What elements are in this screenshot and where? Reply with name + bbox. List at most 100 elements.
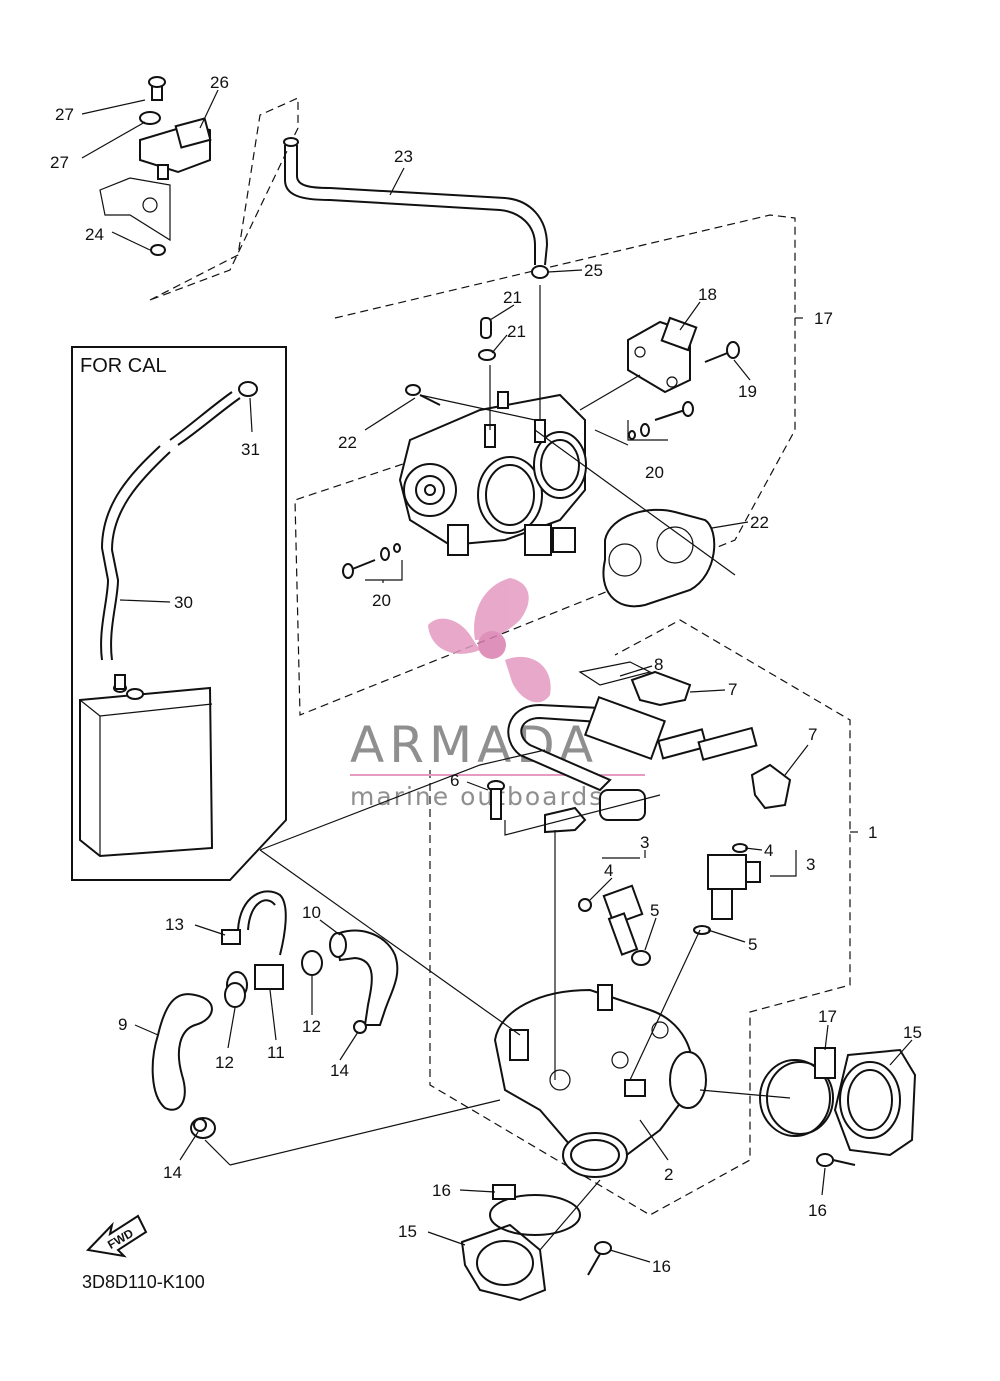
callout-label: 23	[394, 147, 413, 166]
callout-17-bottom: 16	[432, 1181, 496, 1200]
callout-label: 10	[302, 903, 321, 922]
callout-label: 9	[118, 1015, 127, 1034]
callout-28: 26	[199, 73, 229, 129]
gasket-24	[602, 508, 716, 608]
callout-label: 12	[215, 1053, 234, 1072]
callout-26: 23	[389, 147, 413, 196]
callout-22: 21	[491, 322, 526, 354]
callout-12-right: 12	[302, 976, 321, 1036]
watermark-logo	[428, 578, 551, 703]
callout-29: 27	[55, 99, 146, 124]
watermark-tagline: marine outboards	[350, 782, 604, 811]
callout-label: 5	[748, 935, 757, 954]
callout-17-right: 17	[818, 1007, 837, 1051]
callout-label: 21	[507, 322, 526, 341]
callout-14-right: 14	[330, 1031, 359, 1080]
clips-14	[193, 1020, 367, 1132]
assembly-18-boundary	[294, 214, 808, 716]
callout-12-left: 12	[215, 1007, 236, 1072]
callout-label: 7	[728, 680, 737, 699]
callout-11: 11	[267, 989, 285, 1062]
callout-15-bottom: 15	[398, 1222, 466, 1246]
sensor-28	[99, 76, 212, 256]
callout-label: 16	[808, 1201, 827, 1220]
injector-3-center	[578, 884, 651, 966]
callout-24: 22	[711, 513, 769, 532]
callout-label: 22	[338, 433, 357, 452]
callout-label: 22	[750, 513, 769, 532]
callout-label: 14	[330, 1061, 349, 1080]
callout-label: 18	[698, 285, 717, 304]
callout-label: 27	[55, 105, 74, 124]
callout-label: 11	[267, 1043, 285, 1062]
bolt-6	[487, 780, 505, 820]
callout-label: 16	[652, 1257, 671, 1276]
bolt-16-bottom	[587, 1241, 612, 1276]
fuel-rail	[507, 695, 758, 821]
clip-7-upper	[630, 670, 692, 707]
callout-label: 20	[645, 463, 664, 482]
callout-14-left: 14	[163, 1131, 199, 1182]
pin-23	[478, 317, 496, 361]
strap-13	[221, 890, 287, 956]
callout-31: 30	[119, 593, 193, 612]
plate-8	[578, 661, 652, 686]
callout-15-right: 15	[889, 1023, 922, 1066]
callout-20: 19	[733, 359, 757, 401]
callout-27-right: 25	[547, 261, 603, 280]
callout-label: 20	[372, 591, 391, 610]
callout-4-center: 4	[589, 861, 613, 901]
joint-15-bottom	[460, 1223, 547, 1302]
callout-30: 27	[50, 121, 146, 172]
assembly-1-boundary	[429, 619, 862, 1216]
callout-5-center: 5	[644, 901, 659, 951]
clamps-12	[224, 950, 323, 1008]
callout-label: 2	[664, 1165, 673, 1184]
callout-4-right: 4	[744, 841, 773, 860]
callout-16-right: 16	[808, 1167, 827, 1220]
throttle-body-18	[398, 391, 587, 556]
callout-label: 4	[604, 861, 613, 880]
callout-label: 17	[818, 1007, 837, 1026]
callout-5-right: 5	[707, 929, 757, 954]
callout-8: 8	[619, 655, 663, 677]
callout-label: 7	[808, 725, 817, 744]
callout-21-upper: 20	[645, 463, 664, 482]
callout-label: 8	[654, 655, 663, 674]
callout-label: 27	[50, 153, 69, 172]
callout-label: 3	[806, 855, 815, 874]
callout-label: 19	[738, 382, 757, 401]
sensor-19	[627, 316, 698, 394]
screw-20	[704, 341, 740, 363]
callout-7-upper: 7	[689, 680, 737, 699]
joint-15-right	[833, 1048, 917, 1157]
screw-25	[405, 384, 441, 406]
callout-label: 15	[398, 1222, 417, 1241]
callout-label: 30	[174, 593, 193, 612]
callout-label: 1	[868, 823, 877, 842]
callout-13: 13	[165, 915, 226, 936]
hose-10	[329, 929, 399, 1026]
injector-3-right	[693, 843, 761, 935]
callout-10: 10	[302, 903, 341, 936]
callout-18: 17	[814, 309, 833, 328]
callout-23: 21	[489, 288, 522, 321]
for-cal-inset: FOR CAL	[71, 346, 287, 881]
sensor-28-boundary	[149, 97, 299, 301]
screws-21	[342, 401, 694, 579]
clip-7-lower	[750, 763, 792, 810]
callout-label: 31	[241, 440, 260, 459]
callout-label: 6	[450, 771, 459, 790]
hose-9	[151, 993, 216, 1139]
inset-label: FOR CAL	[80, 355, 167, 377]
callout-7-lower: 7	[784, 725, 817, 776]
callout-21-lower: 20	[372, 580, 391, 610]
callout-label: 4	[764, 841, 773, 860]
assembly-lines	[204, 285, 791, 1251]
callout-label: 5	[650, 901, 659, 920]
callout-label: 21	[503, 288, 522, 307]
callout-label: 26	[210, 73, 229, 92]
callout-label: 14	[163, 1163, 182, 1182]
hose-26	[283, 137, 549, 279]
